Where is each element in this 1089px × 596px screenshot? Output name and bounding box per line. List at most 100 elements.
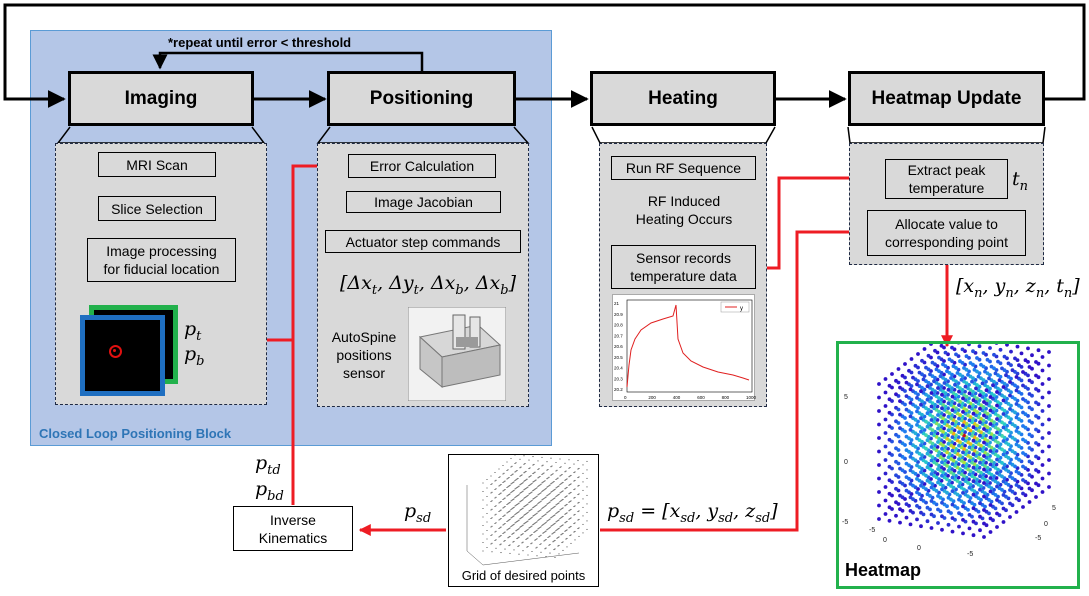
grid-point xyxy=(494,480,496,482)
grid-point xyxy=(532,524,534,526)
heatmap-point xyxy=(907,368,911,373)
grid-point xyxy=(498,485,500,487)
heatmap-point xyxy=(978,393,982,398)
grid-point xyxy=(574,488,576,490)
grid-point xyxy=(521,499,523,501)
grid-point xyxy=(538,468,540,470)
grid-point xyxy=(512,516,514,518)
heatmap-point xyxy=(915,396,919,400)
heatmap-point xyxy=(938,374,943,379)
grid-point xyxy=(519,501,521,503)
stage-heating: Heating xyxy=(590,71,776,126)
grid-point xyxy=(510,500,512,502)
heatmap-point xyxy=(908,468,913,473)
heatmap-tick: 0 xyxy=(883,537,887,544)
heatmap-point xyxy=(883,485,888,489)
heatmap-point xyxy=(988,489,993,494)
grid-point xyxy=(513,489,515,491)
grid-point xyxy=(522,533,524,535)
grid-point xyxy=(556,478,558,480)
grid-point xyxy=(562,549,564,551)
grid-point xyxy=(506,469,508,472)
grid-point xyxy=(514,479,516,482)
grid-point xyxy=(522,499,524,501)
grid-point xyxy=(512,524,514,526)
heatmap-point xyxy=(915,450,919,454)
heatmap-point xyxy=(908,482,913,486)
grid-point xyxy=(525,487,527,489)
grid-point xyxy=(502,498,504,501)
grid-point xyxy=(490,526,492,528)
imaging-trapezoid xyxy=(56,126,266,144)
grid-point xyxy=(512,490,514,492)
grid-point xyxy=(543,497,545,500)
grid-point xyxy=(547,485,549,488)
grid-point xyxy=(557,537,559,539)
outer-loop-line xyxy=(3,3,1086,108)
heatmap-point xyxy=(950,408,955,412)
heatmap-point xyxy=(925,384,930,389)
heatmap-point xyxy=(896,367,901,371)
grid-point xyxy=(554,488,556,490)
heatmap-point xyxy=(904,488,909,493)
heatmap-point xyxy=(1019,351,1024,356)
grid-point xyxy=(548,485,550,487)
grid-point xyxy=(558,544,560,546)
heatmap-point xyxy=(919,443,923,448)
heatmap-point xyxy=(971,452,976,457)
pbd-label: pbd xyxy=(255,478,284,504)
heatmap-point xyxy=(915,517,919,522)
grid-point xyxy=(509,484,511,486)
grid-point xyxy=(514,505,516,507)
grid-point xyxy=(503,540,505,542)
heatmap-point xyxy=(1026,346,1030,351)
heatmap-point xyxy=(925,424,930,429)
grid-point xyxy=(539,484,541,486)
grid-point xyxy=(555,504,557,506)
grid-point xyxy=(546,469,548,471)
grid-point xyxy=(536,546,538,548)
grid-point xyxy=(544,539,546,541)
grid-point xyxy=(533,506,535,508)
heatmap-point xyxy=(988,462,993,467)
grid-point xyxy=(522,550,524,552)
heatmap-point xyxy=(995,484,999,489)
grid-point xyxy=(547,511,549,513)
grid-point xyxy=(542,498,544,500)
heatmap-point xyxy=(1040,490,1045,494)
grid-point xyxy=(518,519,520,521)
heatmap-point xyxy=(915,490,919,495)
grid-point xyxy=(518,502,520,504)
heatmap-point xyxy=(1030,353,1034,358)
grid-point xyxy=(531,516,533,519)
grid-point xyxy=(535,547,537,549)
heatmap-point xyxy=(988,530,993,534)
grid-point xyxy=(482,541,484,544)
heatmap-point xyxy=(894,500,898,505)
heatmap-point xyxy=(1047,404,1051,408)
grid-point xyxy=(568,476,570,478)
grid-point xyxy=(525,513,527,515)
heatmap-point xyxy=(949,376,953,380)
heatmap-point xyxy=(995,430,999,435)
heatmap-point xyxy=(940,487,944,492)
grid-point xyxy=(574,522,576,524)
grid-point xyxy=(519,509,521,511)
heatmap-point xyxy=(988,449,993,453)
closed-loop-label: Closed Loop Positioning Block xyxy=(39,426,232,441)
grid-point xyxy=(553,532,555,534)
grid-point xyxy=(515,530,517,532)
stage-heatmap-update: Heatmap Update xyxy=(848,71,1045,126)
heatmap-point xyxy=(978,474,982,479)
grid-point xyxy=(535,504,537,507)
grid-point xyxy=(574,471,576,473)
grid-point xyxy=(495,522,497,524)
heatmap-point xyxy=(967,499,972,504)
grid-point xyxy=(556,537,558,539)
grid-point xyxy=(502,490,504,492)
heatmap-point xyxy=(1027,446,1032,450)
heatmap-point xyxy=(936,494,940,498)
heatmap-point xyxy=(887,464,892,469)
grid-point xyxy=(486,504,488,506)
grid-point xyxy=(498,510,500,513)
